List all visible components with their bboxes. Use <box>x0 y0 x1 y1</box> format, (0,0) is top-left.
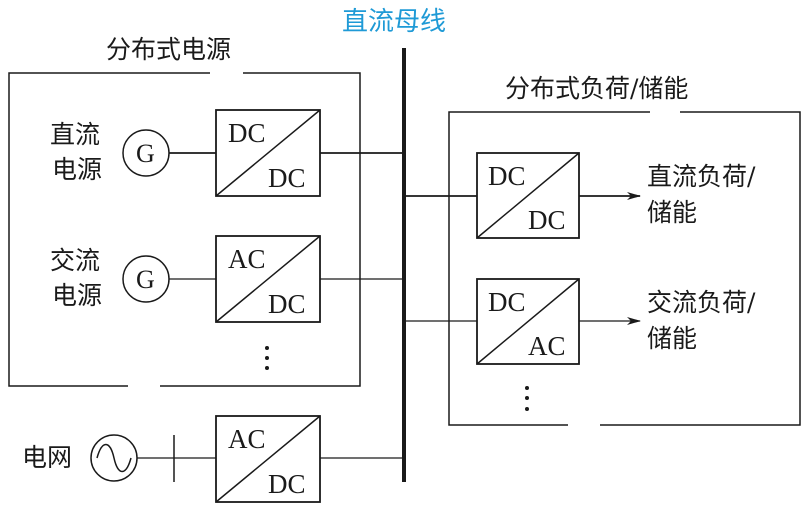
converter-input-label: AC <box>228 244 266 274</box>
generator-symbol: G <box>136 265 155 294</box>
converter-diagonal <box>215 415 321 503</box>
converter-box <box>215 415 321 503</box>
load-label: 直流负荷/ <box>647 162 756 191</box>
generator-symbol: G <box>136 139 155 168</box>
converter-diagonal <box>215 109 321 197</box>
converter-diagonal <box>476 278 580 365</box>
load-group-border <box>448 111 801 426</box>
source-label: 交流 <box>50 246 101 275</box>
ellipsis-sources <box>265 346 269 370</box>
source-group-title: 分布式电源 <box>106 35 232 64</box>
converter-input-label: DC <box>228 118 266 148</box>
source-group-border <box>8 72 361 387</box>
grid-label: 电网 <box>22 443 73 472</box>
load-label: 交流负荷/ <box>647 288 756 317</box>
source-label: 电源 <box>52 281 103 310</box>
source-label: 电源 <box>52 155 103 184</box>
ellipsis-loads <box>525 386 529 411</box>
converter-output-label: DC <box>268 469 306 499</box>
converter-output-label: AC <box>528 331 566 361</box>
converter-output-label: DC <box>268 163 306 193</box>
converter-input-label: AC <box>228 424 266 454</box>
converter-input-label: DC <box>488 287 526 317</box>
load-label: 储能 <box>647 198 698 227</box>
load-label: 储能 <box>647 324 698 353</box>
converter-diagonal <box>215 235 321 323</box>
converter-diagonal <box>476 152 580 239</box>
converter-input-label: DC <box>488 161 526 191</box>
converter-output-label: DC <box>268 289 306 319</box>
sine-wave-icon <box>96 443 132 473</box>
dc-bus-title: 直流母线 <box>342 7 447 37</box>
converter-output-label: DC <box>528 205 566 235</box>
source-label: 直流 <box>50 120 101 149</box>
load-group-title: 分布式负荷/储能 <box>505 74 689 103</box>
